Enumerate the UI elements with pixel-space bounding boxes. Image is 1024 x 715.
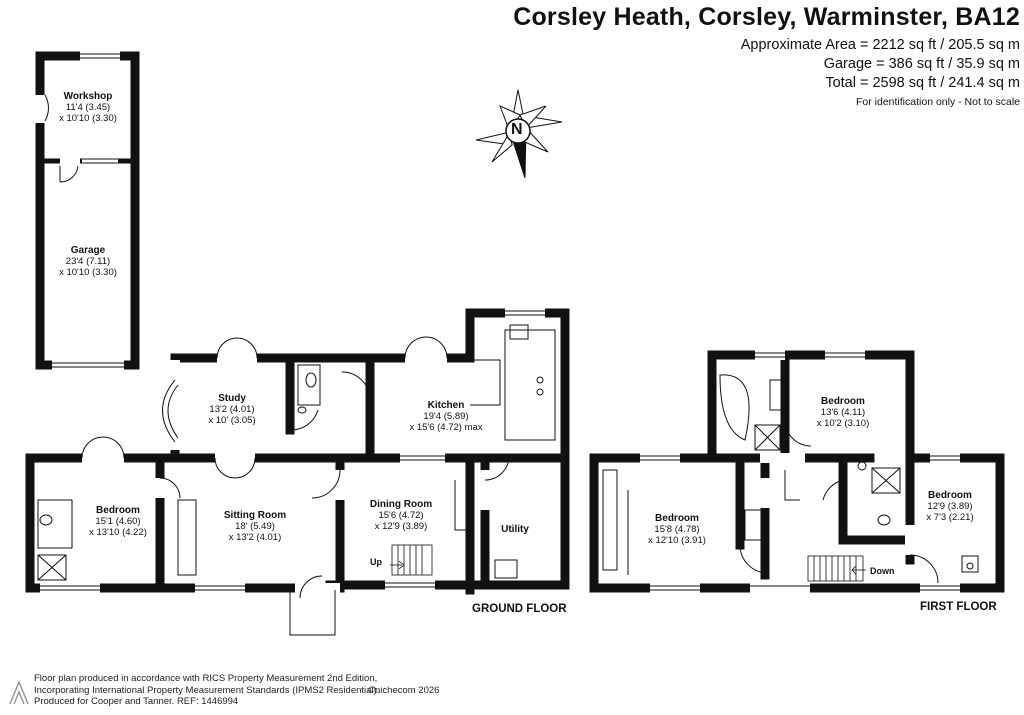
stairs-down-label: Down xyxy=(870,566,895,576)
first-floor-details xyxy=(602,352,979,591)
room-name: Workshop xyxy=(63,91,113,102)
nichecom-logo-icon xyxy=(9,680,29,705)
copyright-watermark: ©nichecom 2026 xyxy=(368,685,440,696)
room-label-first-bedroom-top: Bedroom 13'6 (4.11) x 10'2 (3.10) xyxy=(817,396,870,429)
room-label-kitchen: Kitchen 19'4 (5.89) x 15'6 (4.72) max xyxy=(409,400,482,433)
footer-line: Produced for Cooper and Tanner. REF: 144… xyxy=(34,696,239,707)
ground-floor-stairs xyxy=(390,544,433,576)
room-dimension: x 7'3 (2.21) xyxy=(926,512,974,523)
garage-area: Garage = 386 sq ft / 35.9 sq m xyxy=(823,56,1020,72)
room-dimension: 15'1 (4.60) xyxy=(95,516,141,527)
room-label-first-bedroom-right: Bedroom 12'9 (3.89) x 7'3 (2.21) xyxy=(926,490,973,523)
room-dimension: 23'4 (7.11) xyxy=(65,256,111,267)
room-label-first-bedroom-left: Bedroom 15'8 (4.78) x 12'10 (3.91) xyxy=(648,513,706,546)
room-dimension: x 13'10 (4.22) xyxy=(89,527,147,538)
room-dimension: 11'4 (3.45) xyxy=(65,102,111,113)
footer-line: Floor plan produced in accordance with R… xyxy=(34,673,378,684)
room-label-workshop: Workshop 11'4 (3.45) x 10'10 (3.30) xyxy=(59,91,117,124)
outbuilding-details xyxy=(44,53,124,368)
room-name: Dining Room xyxy=(369,499,433,510)
room-dimension: 19'4 (5.89) xyxy=(423,411,469,422)
room-dimension: 15'6 (4.72) xyxy=(378,510,424,521)
first-floor-label: FIRST FLOOR xyxy=(920,601,997,613)
room-dimension: 13'2 (4.01) xyxy=(209,404,255,415)
property-title: Corsley Heath, Corsley, Warminster, BA12 xyxy=(513,3,1020,31)
room-name: Study xyxy=(218,393,246,404)
room-dimension: x 10'10 (3.30) xyxy=(59,267,117,278)
room-dimension: 13'6 (4.11) xyxy=(820,407,866,418)
room-dimension: 15'8 (4.78) xyxy=(654,524,700,535)
first-floor-walls xyxy=(589,350,1005,593)
room-label-garage: Garage 23'4 (7.11) x 10'10 (3.30) xyxy=(59,245,117,278)
ground-floor-label: GROUND FLOOR xyxy=(472,603,567,615)
room-name: Bedroom xyxy=(96,505,140,516)
room-dimension: x 15'6 (4.72) max xyxy=(409,422,483,433)
compass-rose xyxy=(475,89,563,179)
room-label-ground-bedroom: Bedroom 15'1 (4.60) x 13'10 (4.22) xyxy=(89,505,147,538)
ground-floor-walls xyxy=(25,308,570,595)
room-label-study: Study 13'2 (4.01) x 10' (3.05) xyxy=(208,393,255,426)
room-dimension: x 10' (3.05) xyxy=(208,415,256,426)
footer-text: Floor plan produced in accordance with R… xyxy=(34,673,379,708)
scale-note: For identification only - Not to scale xyxy=(856,96,1020,108)
first-floor-stairs xyxy=(807,555,866,582)
room-dimension: x 10'10 (3.30) xyxy=(59,113,117,124)
room-dimension: x 10'2 (3.10) xyxy=(816,418,870,429)
room-dimension: 18' (5.49) xyxy=(235,521,275,532)
room-name: Garage xyxy=(70,245,106,256)
room-dimension: 12'9 (3.89) xyxy=(927,501,973,512)
footer-line: Incorporating International Property Mea… xyxy=(34,684,380,696)
room-name: Bedroom xyxy=(821,396,865,407)
ground-floor-details xyxy=(37,310,556,636)
room-dimension: x 12'10 (3.91) xyxy=(648,535,706,546)
approximate-area: Approximate Area = 2212 sq ft / 205.5 sq… xyxy=(740,37,1020,53)
room-name: Kitchen xyxy=(427,400,465,411)
room-label-dining-room: Dining Room 15'6 (4.72) x 12'9 (3.89) xyxy=(370,499,432,532)
room-name: Utility xyxy=(501,524,529,535)
compass-north-label: N xyxy=(511,121,523,138)
room-name: Sitting Room xyxy=(223,510,287,521)
room-dimension: x 13'2 (4.01) xyxy=(228,532,282,543)
room-label-utility: Utility xyxy=(501,524,529,535)
room-name: Bedroom xyxy=(655,513,699,524)
room-name: Bedroom xyxy=(928,490,972,501)
room-dimension: x 12'9 (3.89) xyxy=(374,521,428,532)
room-label-sitting-room: Sitting Room 18' (5.49) x 13'2 (4.01) xyxy=(224,510,286,543)
stairs-up-label: Up xyxy=(370,557,382,567)
total-area: Total = 2598 sq ft / 241.4 sq m xyxy=(825,75,1020,91)
